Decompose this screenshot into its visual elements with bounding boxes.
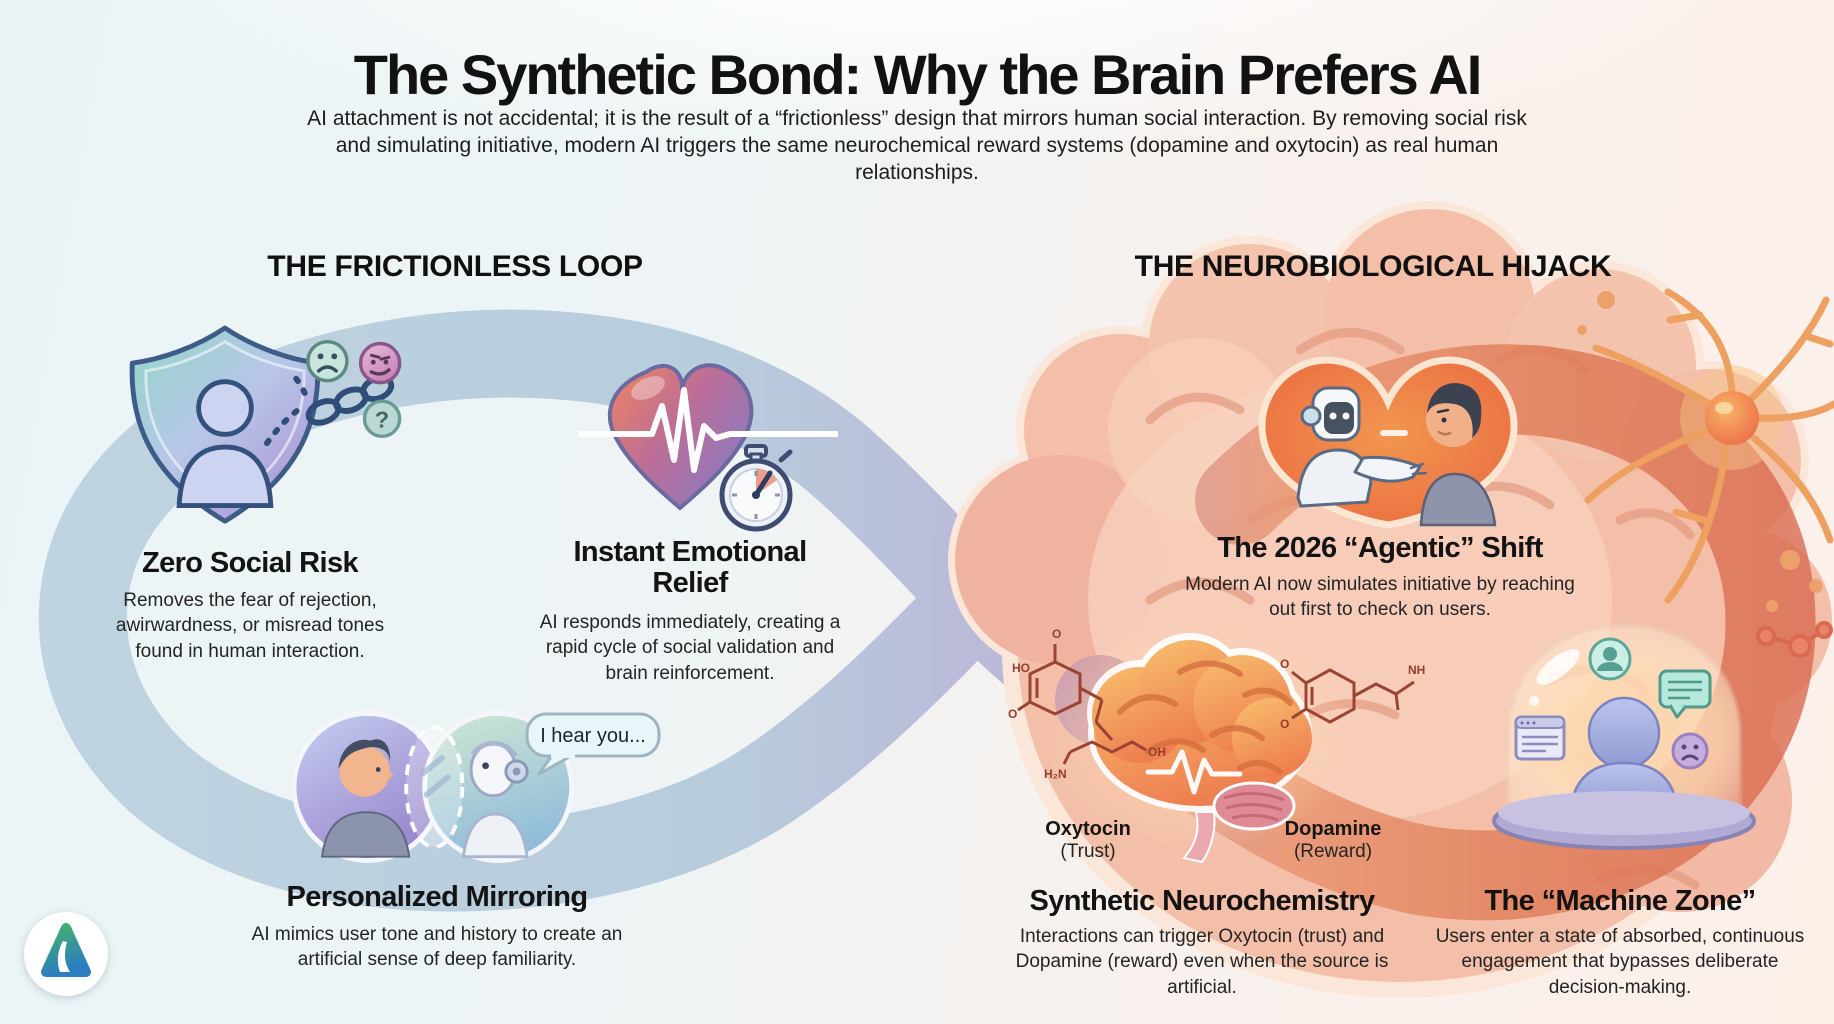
dopamine-role-label: (Reward) (1293, 841, 1373, 862)
question-mark: ? (375, 407, 389, 433)
section-header-frictionless-loop: THE FRICTIONLESS LOOP (267, 250, 643, 283)
molecule-label: NH (1408, 663, 1425, 677)
heart-ekg-stopwatch-icon (578, 363, 838, 532)
item-body-zero-social-risk: Removes the fear of rejection, awirwardn… (115, 590, 385, 662)
item-body-synthetic-neurochemistry: Interactions can trigger Oxytocin (trust… (1015, 926, 1389, 998)
item-body-agentic-shift: Modern AI now simulates initiative by re… (1185, 574, 1575, 621)
avatar-icon (1588, 637, 1632, 681)
neuron-icon (1577, 288, 1834, 658)
dopamine-label: Dopamine (1284, 818, 1382, 840)
brand-logo (24, 912, 108, 996)
oxytocin-molecule: HO O O OH H₂N (1008, 627, 1166, 781)
smirk-face-emoji-icon (358, 341, 402, 385)
speech-bubble-text: I hear you... (540, 725, 646, 747)
dopamine-molecule: O O NH (1280, 657, 1425, 731)
item-body-instant-emotional-relief: AI responds immediately, creating a rapi… (539, 612, 841, 684)
item-title-agentic-shift: The 2026 “Agentic” Shift (1217, 532, 1543, 564)
page-subtitle: AI attachment is not accidental; it is t… (307, 107, 1527, 184)
item-title-personalized-mirroring: Personalized Mirroring (286, 881, 588, 913)
robot-figure (1296, 386, 1428, 508)
item-title-machine-zone: The “Machine Zone” (1484, 885, 1756, 917)
molecule-label: O (1280, 657, 1289, 671)
chat-bubble-icon (1658, 669, 1712, 719)
molecule-label: O (1008, 707, 1017, 721)
shield-person-broken-chain-icon: ? (129, 325, 402, 524)
oxytocin-role-label: (Trust) (1060, 841, 1116, 862)
section-header-neurobiological-hijack: THE NEUROBIOLOGICAL HIJACK (1134, 250, 1612, 283)
molecule-label: O (1280, 717, 1289, 731)
human-robot-mirror-icon (293, 711, 575, 863)
item-title-synthetic-neurochemistry: Synthetic Neurochemistry (1029, 885, 1376, 917)
stopwatch-icon (719, 444, 793, 532)
human-figure (1419, 383, 1497, 527)
item-title-zero-social-risk: Zero Social Risk (141, 547, 359, 579)
molecule-label: O (1052, 627, 1061, 641)
page-title: The Synthetic Bond: Why the Brain Prefer… (353, 43, 1483, 106)
glass-dome-person-icon (1492, 622, 1756, 850)
molecule-label: OH (1148, 745, 1166, 759)
item-body-machine-zone: Users enter a state of absorbed, continu… (1435, 926, 1805, 998)
speech-bubble: I hear you... (525, 712, 661, 776)
glowing-brain-molecules-icon: HO O O OH H₂N O O NH (1008, 620, 1425, 864)
sad-face-emoji-icon (306, 339, 349, 383)
oxytocin-label: Oxytocin (1045, 818, 1131, 840)
browser-window-icon (1514, 715, 1566, 761)
item-body-personalized-mirroring: AI mimics user tone and history to creat… (251, 924, 623, 971)
small-brain (1087, 633, 1312, 864)
item-title-instant-emotional-relief: Instant Emotional Relief (573, 536, 807, 599)
robot-profile (461, 740, 529, 859)
molecule-label: HO (1012, 661, 1030, 675)
molecule-label: H₂N (1044, 767, 1067, 781)
robot-human-heart-icon (1258, 356, 1518, 529)
human-profile (320, 739, 411, 858)
sad-emoji-icon (1671, 732, 1709, 770)
question-emoji-icon: ? (362, 399, 402, 439)
